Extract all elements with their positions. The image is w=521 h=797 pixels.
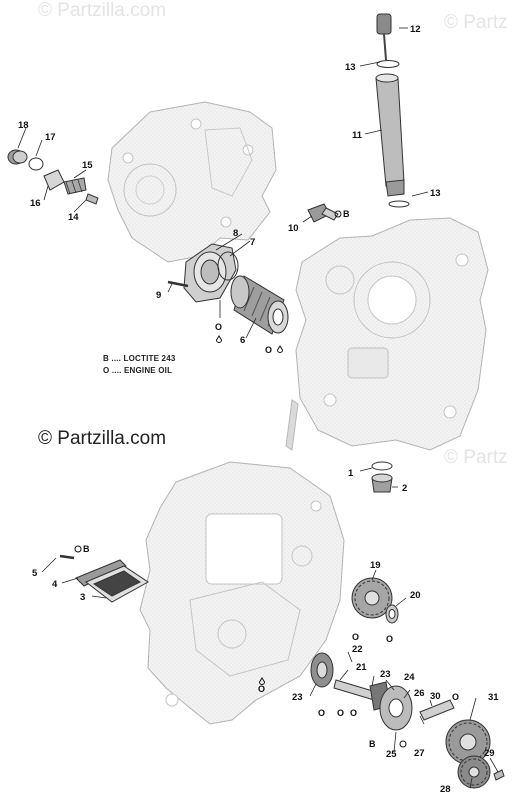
callout-7: 7 <box>250 237 255 248</box>
callout-labels: 1 2 3 4 5 6 7 8 9 10 11 12 13 13 14 15 1… <box>18 24 499 795</box>
callout-25: 25 <box>386 749 397 760</box>
loctite-marker: B <box>83 544 90 554</box>
callout-22: 22 <box>352 644 363 655</box>
legend-engine-oil: O .... ENGINE OIL <box>103 366 173 375</box>
callout-29: 29 <box>484 748 495 759</box>
application-markers: B B B O O O O O O O O O <box>74 209 459 749</box>
callout-5: 5 <box>32 568 38 579</box>
callout-11: 11 <box>352 130 363 141</box>
callout-4: 4 <box>52 579 58 590</box>
crankcase-upper-right <box>285 217 489 451</box>
crankcase-cover-left <box>107 101 277 263</box>
callout-23b: 23 <box>380 669 391 680</box>
callout-12: 12 <box>410 24 421 35</box>
legend-loctite: B .... LOCTITE 243 <box>103 354 176 363</box>
oil-marker: O <box>265 345 272 355</box>
oil-marker: O <box>350 708 357 718</box>
callout-9: 9 <box>156 290 161 301</box>
callout-2: 2 <box>402 483 407 494</box>
oil-filter-assembly <box>167 243 289 335</box>
callout-23a: 23 <box>292 692 303 703</box>
oil-marker: O <box>352 632 359 642</box>
callout-3: 3 <box>80 592 85 603</box>
loctite-marker: B <box>369 739 376 749</box>
callout-13b: 13 <box>430 188 441 199</box>
callout-8: 8 <box>233 228 238 239</box>
oil-dipstick-tube <box>375 13 410 208</box>
watermark-right-mid: © Partz <box>444 447 508 468</box>
callout-6: 6 <box>240 335 245 346</box>
watermark-top: © Partzilla.com <box>38 0 167 21</box>
callout-31: 31 <box>488 692 499 703</box>
callout-19: 19 <box>370 560 381 571</box>
callout-17: 17 <box>45 132 56 143</box>
callout-10: 10 <box>288 223 299 234</box>
watermark-middle: © Partzilla.com <box>38 428 167 449</box>
drain-plug <box>371 461 393 493</box>
callout-15: 15 <box>82 160 93 171</box>
oil-marker: O <box>337 708 344 718</box>
oil-pump-gears <box>310 577 505 789</box>
loctite-marker: B <box>343 209 350 219</box>
callout-1: 1 <box>348 468 354 479</box>
callout-21: 21 <box>356 662 367 673</box>
callout-27: 27 <box>414 748 425 759</box>
oil-baffle-plate <box>59 554 149 603</box>
callout-28: 28 <box>440 784 451 795</box>
callout-30: 30 <box>430 691 441 702</box>
callout-13a: 13 <box>345 62 356 73</box>
oil-marker: O <box>386 634 393 644</box>
callout-20: 20 <box>410 590 421 601</box>
callout-14: 14 <box>68 212 79 223</box>
watermark-right-top: © Partz <box>444 12 508 33</box>
crankcase-lower <box>139 461 345 725</box>
callout-24: 24 <box>404 672 415 683</box>
leader-lines <box>17 27 499 789</box>
callout-16: 16 <box>30 198 41 209</box>
oil-marker: O <box>258 684 265 694</box>
oil-pressure-sensor <box>307 203 339 223</box>
oil-marker: O <box>318 708 325 718</box>
oil-marker: O <box>215 322 222 332</box>
callout-18: 18 <box>18 120 29 131</box>
oil-marker: O <box>452 692 459 702</box>
callout-26: 26 <box>414 688 425 699</box>
oil-pressure-valve-parts <box>7 149 99 205</box>
